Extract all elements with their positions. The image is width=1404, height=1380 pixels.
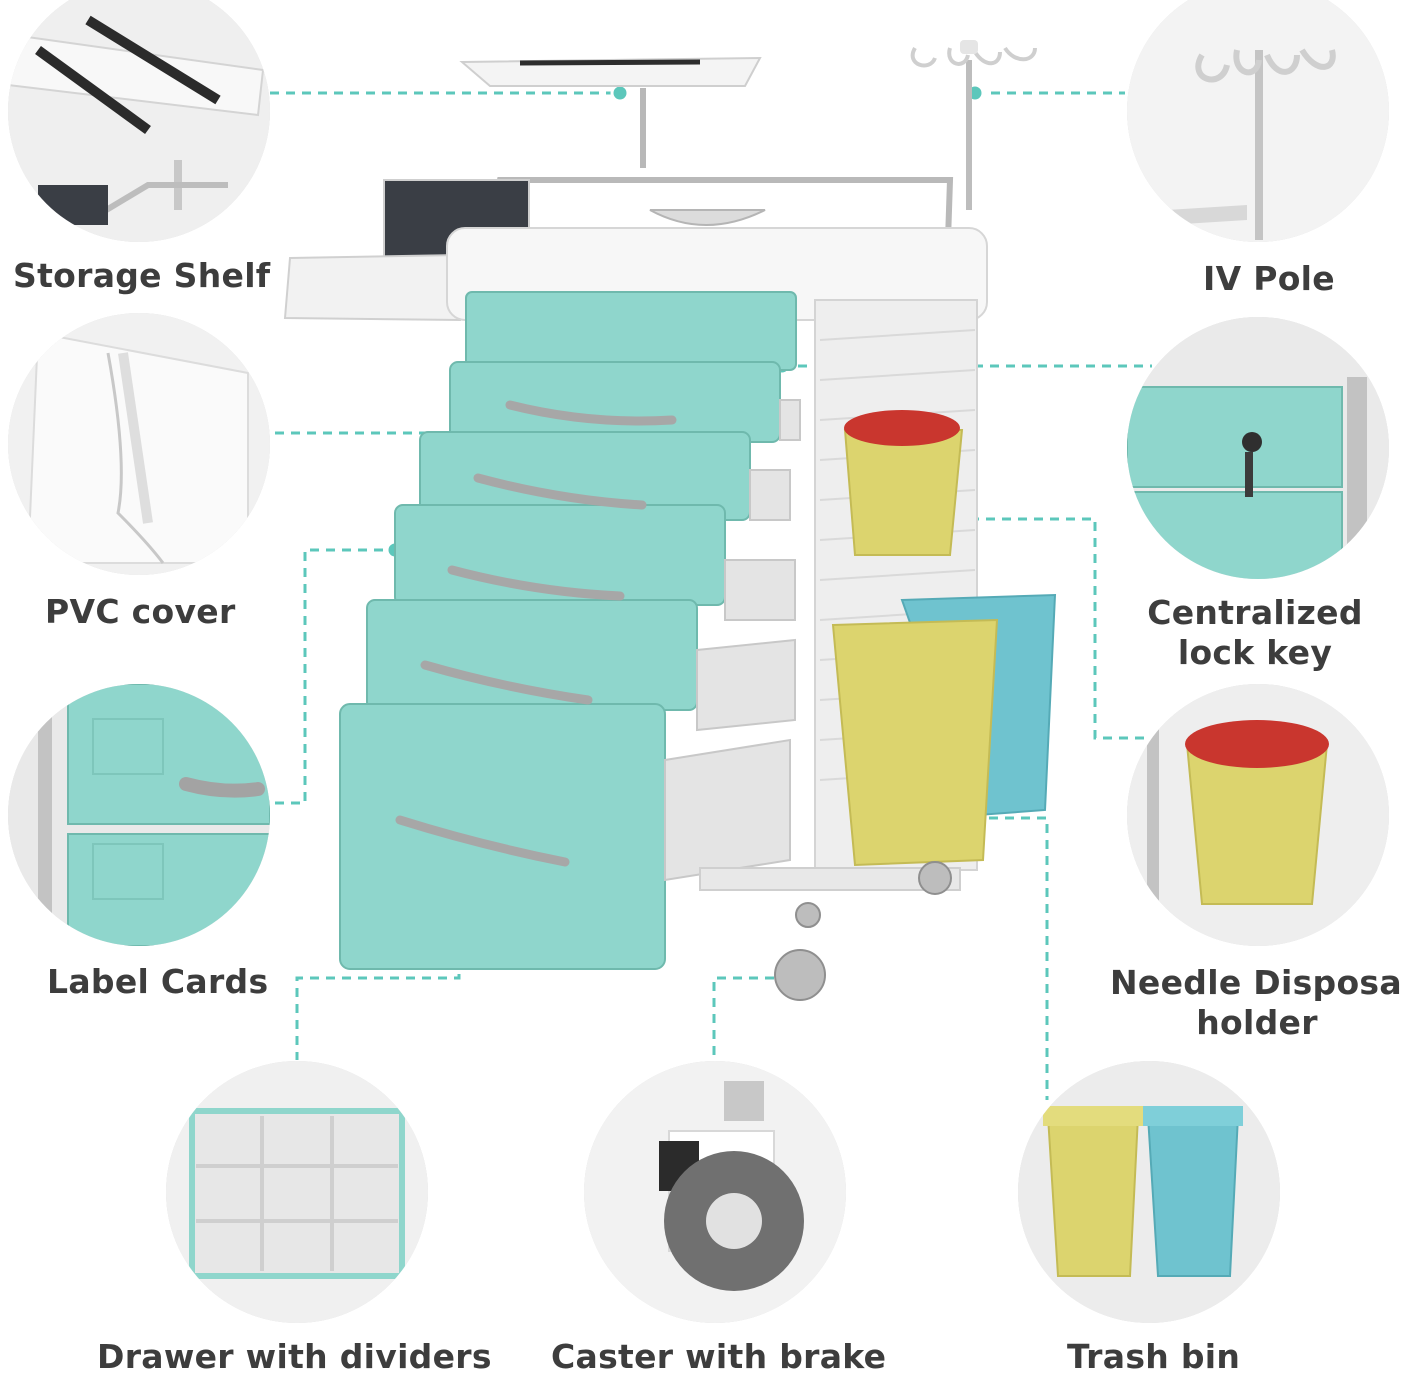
label-pvc-cover: PVC cover xyxy=(45,592,236,631)
label-label-cards: Label Cards xyxy=(47,962,269,1001)
drawer-2 xyxy=(449,361,781,443)
leader-label-cards xyxy=(275,548,395,805)
storage-tray xyxy=(459,56,762,168)
label-lock-key-line2: lock key xyxy=(1177,633,1333,672)
drawer-1 xyxy=(465,291,797,371)
label-lock-key-line1: Centralized xyxy=(1147,593,1363,632)
callout-storage-shelf xyxy=(8,0,270,242)
leader-caster xyxy=(712,976,790,1062)
label-storage-shelf: Storage Shelf xyxy=(13,256,271,295)
cart-base xyxy=(699,867,961,891)
label-caster-brake: Caster with brake xyxy=(551,1337,887,1376)
drawer-trays xyxy=(664,399,801,882)
label-lock-key: Centralized lock key xyxy=(1120,593,1390,673)
callout-needle-holder xyxy=(1127,684,1389,946)
pull-out-shelf xyxy=(283,253,461,322)
drawers xyxy=(339,291,797,970)
label-needle-line2: holder xyxy=(1196,1003,1318,1042)
label-iv-pole: IV Pole xyxy=(1203,259,1335,298)
callout-pvc-cover xyxy=(8,313,270,575)
callout-label-cards xyxy=(8,684,270,946)
iv-pole xyxy=(910,40,1037,210)
callout-drawer-dividers xyxy=(166,1061,428,1323)
drawer-6 xyxy=(339,703,666,970)
casters xyxy=(774,861,952,1001)
label-trash-bin: Trash bin xyxy=(1067,1337,1241,1376)
callout-caster xyxy=(584,1061,846,1323)
callout-iv-pole xyxy=(1127,0,1389,242)
trash-bins xyxy=(831,593,1057,867)
label-needle-holder: Needle Disposal holder xyxy=(1110,963,1404,1043)
callout-trash-bin xyxy=(1018,1061,1280,1323)
drawer-handles xyxy=(395,400,677,867)
callout-lock-key xyxy=(1127,317,1389,579)
sharps-container xyxy=(843,410,964,556)
leader-trash-bin xyxy=(957,816,1049,1100)
leader-needle-holder xyxy=(938,517,1150,740)
label-drawer-dividers: Drawer with dividers xyxy=(97,1337,492,1376)
label-needle-line1: Needle Disposal xyxy=(1110,963,1404,1002)
bowl xyxy=(649,209,766,226)
